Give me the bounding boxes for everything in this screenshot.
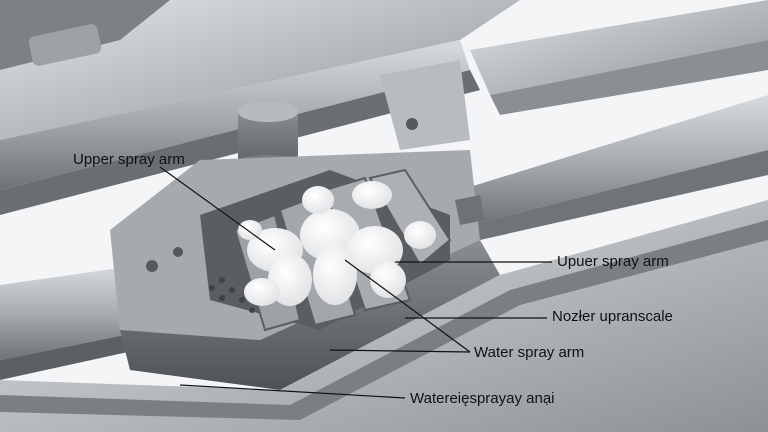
top-frame [0,0,520,215]
foam-filling [238,181,436,306]
label-upuer-spray-arm: Upuer spray arm [557,253,669,270]
label-water-spray-arm: Water spray arm [474,344,585,361]
leader-water-spray-arm [344,259,471,353]
leader-lines [159,166,552,399]
label-upper-spray-arm: Upper spray arm [73,151,185,168]
label-nozzle-upranscale: Nozłer upranscale [552,308,673,325]
right-rails [460,0,768,240]
label-watereie-spray-anai: Watereięsprayay anại [410,390,555,407]
leader-watereie-spray-anai [179,384,406,399]
leader-upper-spray-arm [159,166,276,251]
